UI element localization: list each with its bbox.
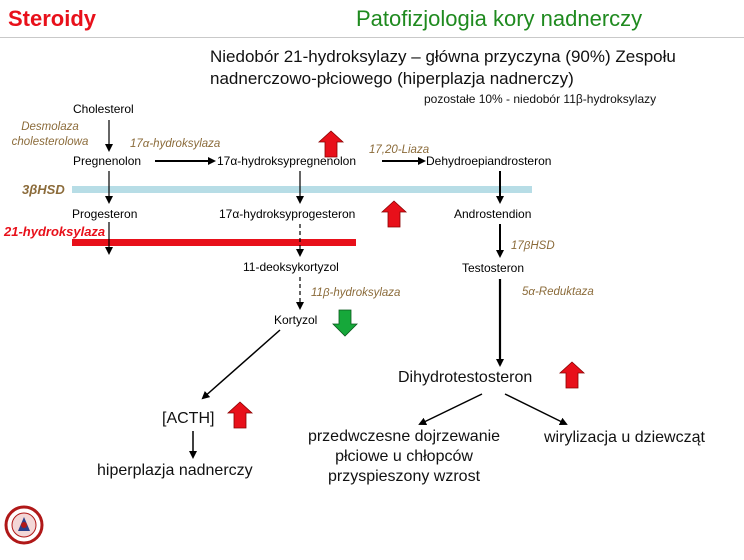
hydroksylaza21-block-bar (72, 239, 356, 246)
enzyme-11b-hydroksylaza: 11β-hydroksylaza (311, 287, 401, 299)
hsd3b-band (72, 186, 532, 193)
node-przedwczesne-dojrzewanie: przedwczesne dojrzewanie płciowe u chłop… (307, 428, 501, 485)
enzyme-17b-hsd: 17βHSD (511, 240, 555, 252)
node-cholesterol: Cholesterol (73, 102, 134, 116)
red-up-arrow-icon (558, 361, 586, 389)
node-17oh-pregnenolon: 17α-hydroksypregnenolon (217, 154, 357, 168)
node-dihydrotestosteron: Dihydrotestosteron (398, 369, 533, 386)
node-dhea: Dehydroepiandrosteron (426, 154, 552, 168)
node-kortyzol: Kortyzol (274, 313, 318, 327)
node-progesteron: Progesteron (72, 207, 138, 221)
slide-title-right: Patofizjologia kory nadnerczy (356, 6, 643, 31)
enzyme-17a-hydroksylaza: 17α-hydroksylaza (130, 138, 221, 150)
red-up-arrow-icon (317, 130, 345, 158)
enzyme-5a-reduktaza: 5α-Reduktaza (522, 286, 594, 298)
enzyme-21-hydroksylaza: 21-hydroksylaza (4, 224, 106, 239)
node-hiperplazja-nadnerczy: hiperplazja nadnerczy (97, 462, 253, 479)
node-11-deoksykortyzol: 11-deoksykortyzol (243, 260, 339, 274)
node-acth: [ACTH] (162, 410, 215, 427)
red-up-arrow-icon (226, 401, 254, 429)
red-up-arrow-icon (380, 200, 408, 228)
node-17oh-progesteron: 17α-hydroksyprogesteron (219, 207, 356, 221)
header-divider (0, 37, 744, 38)
intro-text: Niedobór 21-hydroksylazy – główna przycz… (210, 47, 676, 88)
arrow-dht-virilization (504, 393, 568, 425)
arrow-dht-precocious (418, 393, 483, 425)
intro-note: pozostałe 10% - niedobór 11β-hydroksylaz… (424, 92, 657, 106)
node-pregnenolon: Pregnenolon (73, 154, 142, 168)
university-seal-icon (4, 505, 44, 545)
arrow-kortyzol-acth (201, 329, 281, 400)
node-testosteron: Testosteron (462, 261, 525, 275)
node-wirylizacja: wirylizacja u dziewcząt (544, 429, 705, 446)
enzyme-17-20-liaza: 17,20-Liaza (369, 144, 430, 156)
slide-title-left: Steroidy (8, 6, 97, 31)
enzyme-3b-hsd: 3βHSD (22, 182, 65, 197)
enzyme-desmolaza: Desmolaza cholesterolowa (11, 121, 89, 148)
green-down-arrow-icon (332, 309, 358, 337)
node-androstendion: Androstendion (454, 207, 532, 221)
